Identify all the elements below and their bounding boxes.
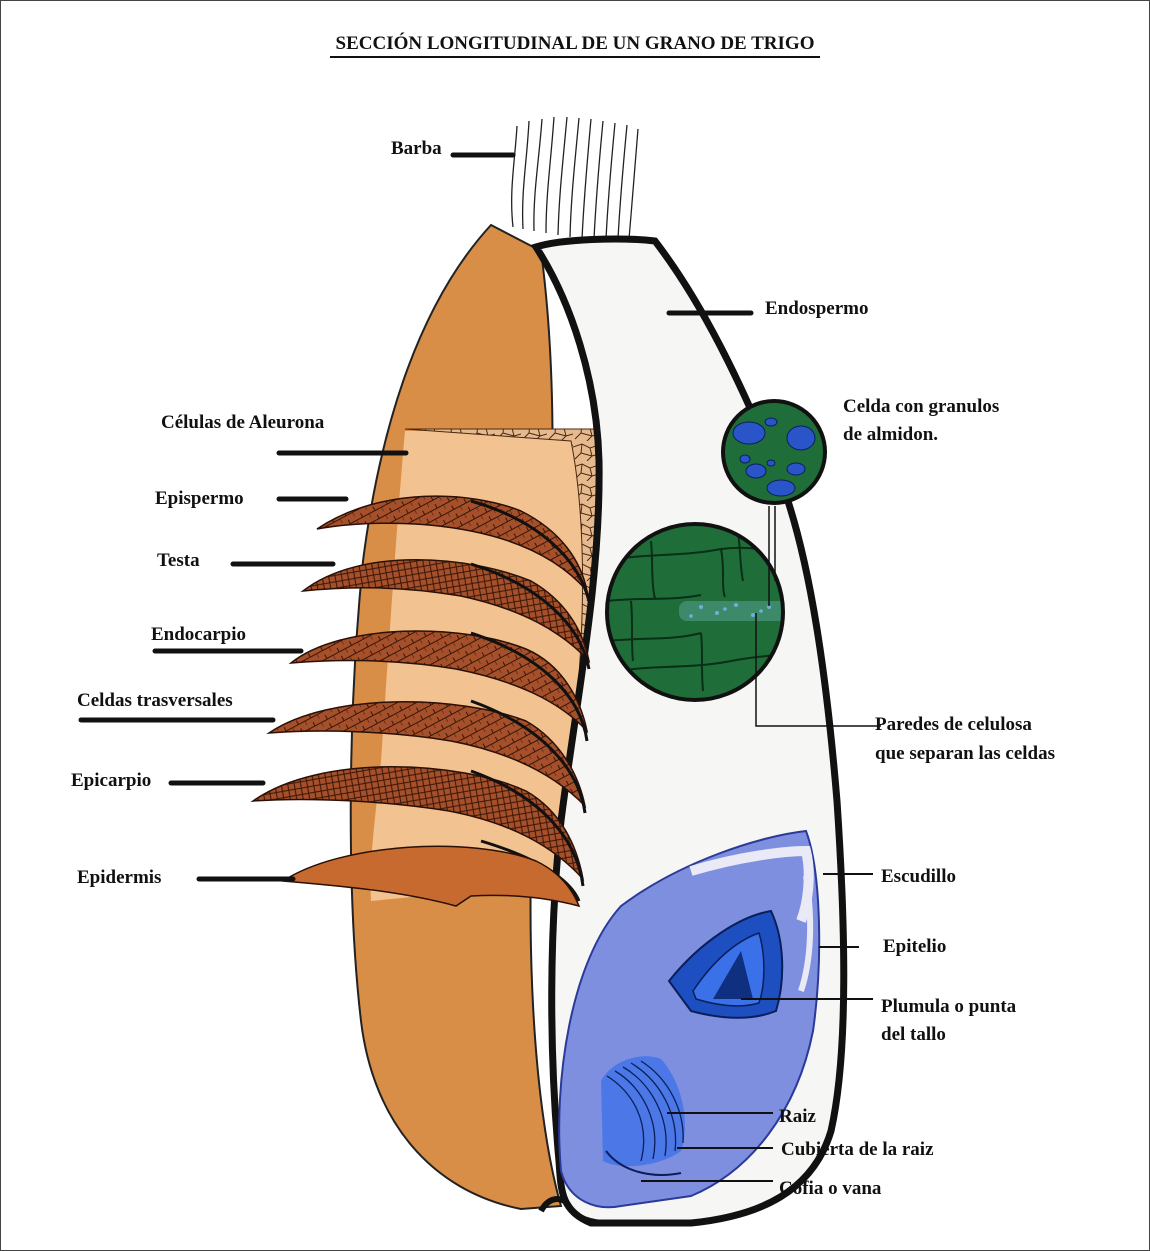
label-plumula-1: Plumula o punta [881, 995, 1016, 1019]
label-epicarpio: Epicarpio [71, 769, 151, 793]
label-celdas-trasversales: Celdas trasversales [77, 689, 233, 713]
label-cubierta-raiz: Cubierta de la raiz [781, 1138, 934, 1162]
label-endospermo: Endospermo [765, 297, 868, 321]
barba-hairs [512, 117, 638, 239]
label-raiz: Raiz [779, 1105, 816, 1129]
label-barba: Barba [391, 137, 442, 161]
label-epidermis: Epidermis [77, 866, 161, 890]
label-escudillo: Escudillo [881, 865, 956, 889]
label-paredes-1: Paredes de celulosa [875, 713, 1032, 737]
starch-granule-cell [723, 401, 825, 503]
label-testa: Testa [157, 549, 200, 573]
label-celda-granulos-1: Celda con granulos [843, 395, 999, 419]
label-celulas-aleurona: Células de Aleurona [161, 411, 324, 435]
label-epispermo: Epispermo [155, 487, 244, 511]
label-epitelio: Epitelio [883, 935, 946, 959]
label-paredes-2: que separan las celdas [875, 742, 1055, 766]
label-cofia: Cofia o vana [779, 1177, 881, 1201]
label-endocarpio: Endocarpio [151, 623, 246, 647]
label-plumula-2: del tallo [881, 1023, 946, 1047]
label-celda-granulos-2: de almidon. [843, 423, 938, 447]
